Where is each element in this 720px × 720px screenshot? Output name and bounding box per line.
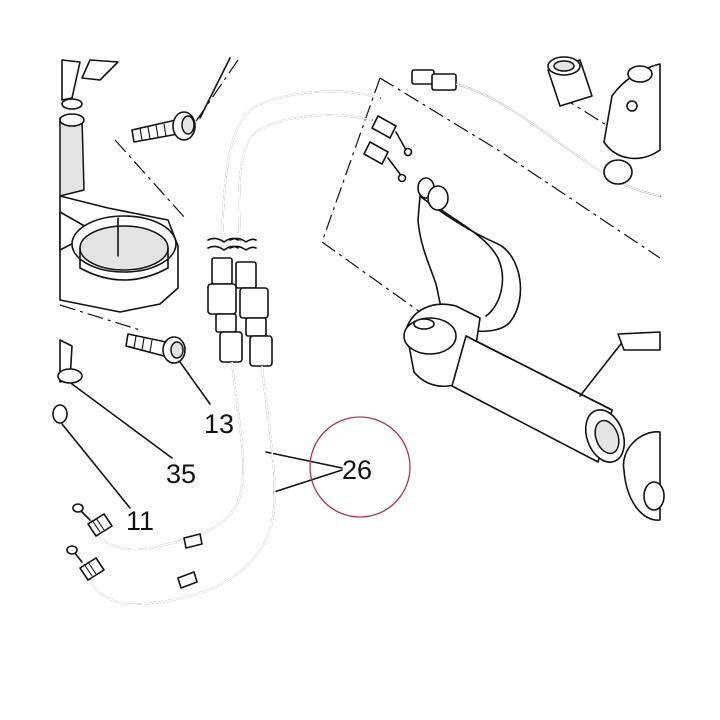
part-label-11: 11 [126,506,154,536]
upper-bolt [131,57,231,143]
handlebar-assembly [403,177,665,521]
left-bracket-assembly [52,59,179,424]
part-label-26: 26 [342,455,372,485]
lower-bolt [125,333,186,364]
throttle-cables [66,90,413,605]
switch-and-connector [411,56,661,197]
part-label-35: 35 [166,459,196,489]
assembly-guide-lines [59,59,661,331]
leader-lines [61,361,343,509]
highlight-circle [309,416,411,518]
part-label-13: 13 [204,409,234,439]
